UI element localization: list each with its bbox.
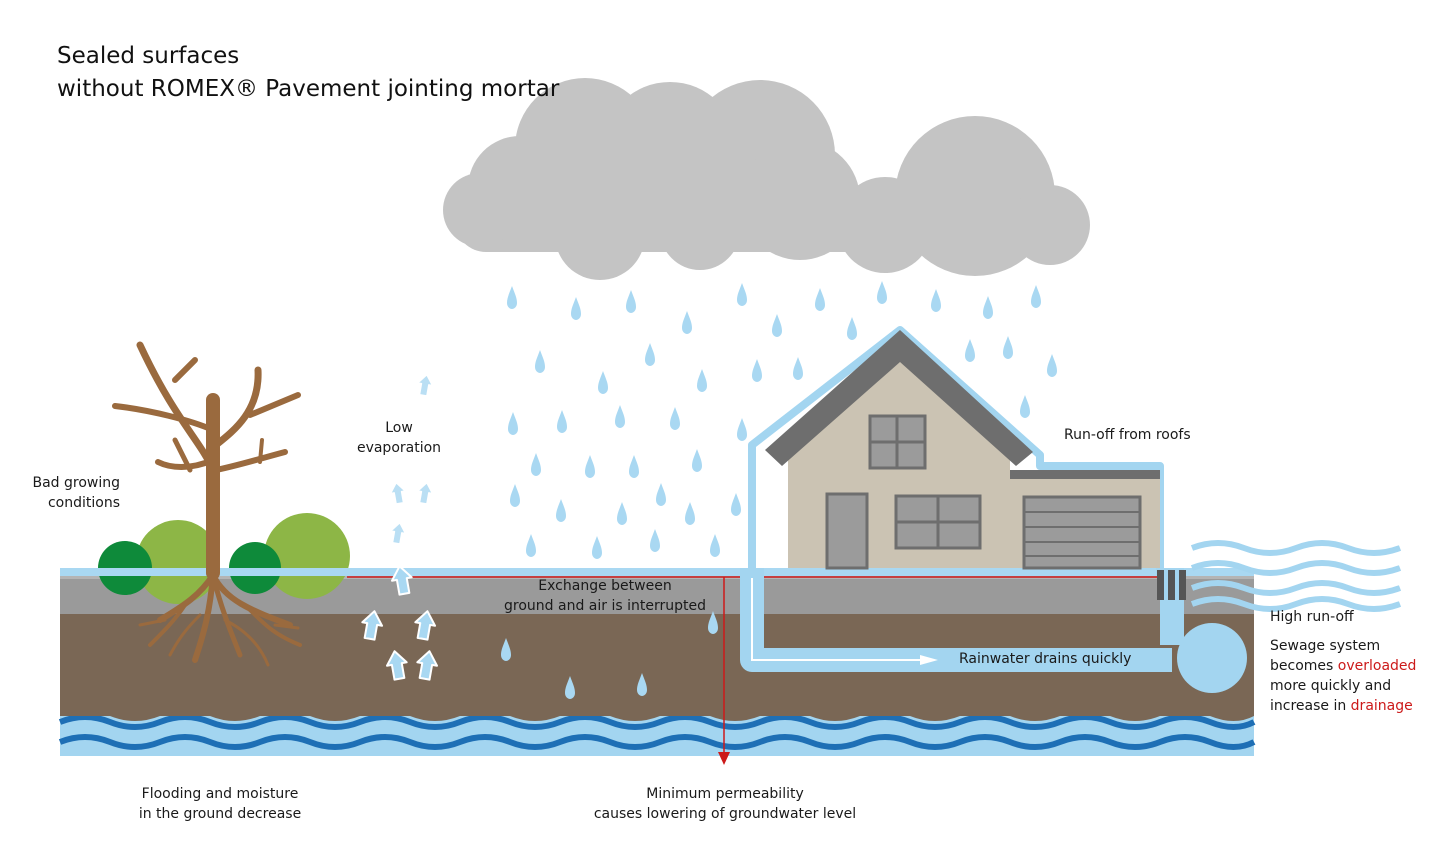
label-bad-growing: Bad growing conditions (32, 475, 120, 511)
bare-tree-icon (112, 341, 302, 667)
label-low-evaporation: Low evaporation (356, 420, 442, 456)
groundwater-lowering-arrow (718, 577, 730, 765)
label-flooding: Flooding and moisture in the ground decr… (138, 786, 302, 822)
house-icon (748, 326, 1164, 575)
runoff-waves (1190, 540, 1402, 612)
label-rainwater-drains: Rainwater drains quickly (959, 651, 1132, 667)
rain-cloud-icon (443, 78, 1090, 280)
bushes (90, 513, 370, 604)
label-runoff-roofs: Run-off from roofs (1064, 427, 1191, 443)
page-title: Sealed surfaces without ROMEX® Pavement … (57, 40, 559, 106)
label-high-runoff: High run-off (1270, 609, 1354, 625)
sewer-grate (1157, 570, 1186, 600)
label-permeability: Minimum permeability causes lowering of … (593, 786, 857, 822)
label-exchange: Exchange between ground and air is inter… (504, 578, 706, 614)
groundwater (58, 712, 1256, 756)
title-line-2: without ROMEX® Pavement jointing mortar (57, 76, 560, 102)
label-sewage-system: Sewage system becomes overloaded more qu… (1270, 638, 1417, 714)
sewage-tank (1177, 623, 1247, 693)
title-line-1: Sealed surfaces (57, 43, 240, 69)
